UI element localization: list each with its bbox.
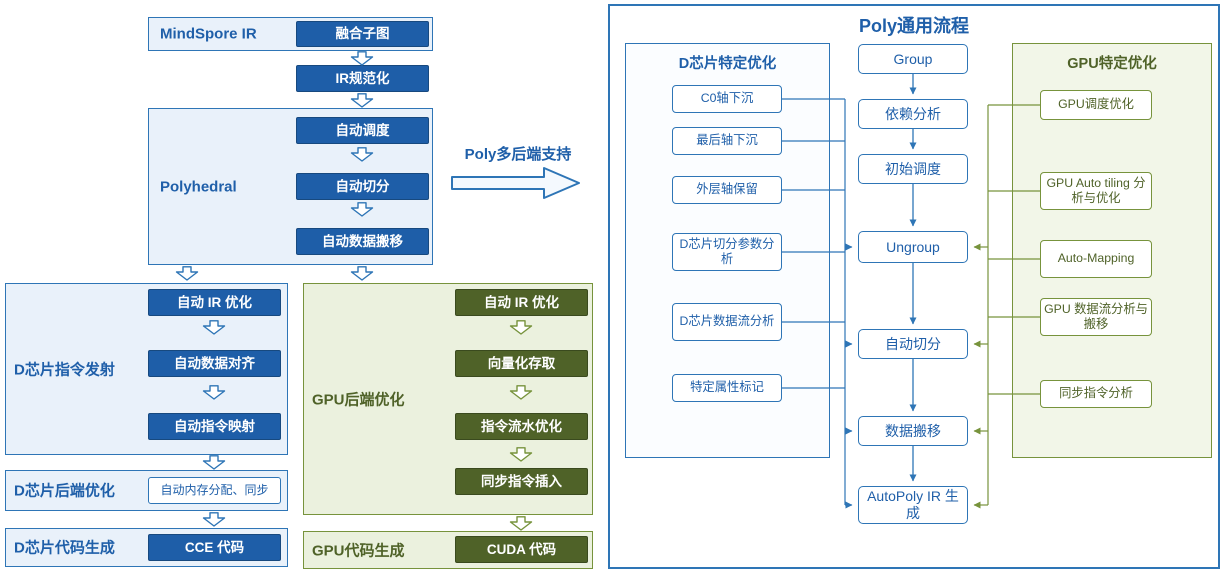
down-arrow-icon xyxy=(202,320,226,335)
step-auto-data-move: 自动数据搬移 xyxy=(296,228,429,255)
panel-title: Poly通用流程 xyxy=(858,16,969,36)
step-auto-tiling: 自动切分 xyxy=(296,173,429,200)
d-step-cce-code: CCE 代码 xyxy=(148,534,281,561)
down-arrow-icon xyxy=(350,202,374,217)
flow-step-dependency-analysis: 依赖分析 xyxy=(858,99,968,129)
d-opt-c0-axis-sink: C0轴下沉 xyxy=(672,85,782,113)
d-emit-label: D芯片指令发射 xyxy=(14,361,115,379)
down-arrow-icon xyxy=(509,447,533,462)
gpu-step-vector-access: 向量化存取 xyxy=(455,350,588,377)
gpu-opt-schedule-opt: GPU调度优化 xyxy=(1040,90,1152,120)
down-arrow-icon xyxy=(350,147,374,162)
d-step-mem-alloc-sync: 自动内存分配、同步 xyxy=(148,477,281,504)
d-step-instr-map: 自动指令映射 xyxy=(148,413,281,440)
gpu-step-auto-ir-opt: 自动 IR 优化 xyxy=(455,289,588,316)
d-backend-label: D芯片后端优化 xyxy=(14,482,115,500)
flow-step-group: Group xyxy=(858,44,968,74)
d-opt-attr-mark: 特定属性标记 xyxy=(672,374,782,402)
right-arrow-icon xyxy=(450,165,582,206)
flow-step-auto-tiling: 自动切分 xyxy=(858,329,968,359)
flow-step-data-move: 数据搬移 xyxy=(858,416,968,446)
down-arrow-icon xyxy=(509,320,533,335)
step-fused-subgraph: 融合子图 xyxy=(296,21,429,47)
down-arrow-icon xyxy=(509,385,533,400)
down-arrow-icon xyxy=(202,512,226,527)
down-arrow-icon xyxy=(202,455,226,470)
flow-step-ungroup: Ungroup xyxy=(858,231,968,263)
gpu-step-sync-insert: 同步指令插入 xyxy=(455,468,588,495)
gpu-step-cuda-code: CUDA 代码 xyxy=(455,536,588,563)
d-opt-tiling-param-analysis: D芯片切分参数分析 xyxy=(672,233,782,271)
gpu-backend-label: GPU后端优化 xyxy=(312,391,405,409)
down-arrow-icon xyxy=(202,385,226,400)
gpu-opt-dataflow-move: GPU 数据流分析与搬移 xyxy=(1040,298,1152,336)
gpu-step-pipeline-opt: 指令流水优化 xyxy=(455,413,588,440)
down-arrow-icon xyxy=(350,266,374,281)
d-opt-dataflow-analysis: D芯片数据流分析 xyxy=(672,303,782,341)
d-opt-last-axis-sink: 最后轴下沉 xyxy=(672,127,782,155)
gpu-opt-auto-mapping: Auto-Mapping xyxy=(1040,240,1152,278)
d-specific-title: D芯片特定优化 xyxy=(678,56,777,72)
gpu-codegen-label: GPU代码生成 xyxy=(312,542,405,560)
d-codegen-label: D芯片代码生成 xyxy=(14,539,115,557)
gpu-specific-title: GPU特定优化 xyxy=(1067,56,1157,72)
flow-step-autopoly-ir-gen: AutoPoly IR 生成 xyxy=(858,486,968,524)
d-opt-outer-axis-keep: 外层轴保留 xyxy=(672,176,782,204)
mindspore-ir-label: MindSpore IR xyxy=(160,25,257,43)
gpu-opt-sync-instr-analysis: 同步指令分析 xyxy=(1040,380,1152,408)
polyhedral-label: Polyhedral xyxy=(160,178,237,196)
gpu-opt-auto-tiling-analysis: GPU Auto tiling 分析与优化 xyxy=(1040,172,1152,210)
down-arrow-icon xyxy=(509,516,533,531)
flow-step-initial-schedule: 初始调度 xyxy=(858,154,968,184)
step-auto-schedule: 自动调度 xyxy=(296,117,429,144)
down-arrow-icon xyxy=(350,51,374,66)
d-step-auto-ir-opt: 自动 IR 优化 xyxy=(148,289,281,316)
down-arrow-icon xyxy=(350,93,374,108)
poly-multibackend-label: Poly多后端支持 xyxy=(464,146,572,163)
down-arrow-icon xyxy=(175,266,199,281)
step-ir-normalize: IR规范化 xyxy=(296,65,429,92)
d-step-data-align: 自动数据对齐 xyxy=(148,350,281,377)
